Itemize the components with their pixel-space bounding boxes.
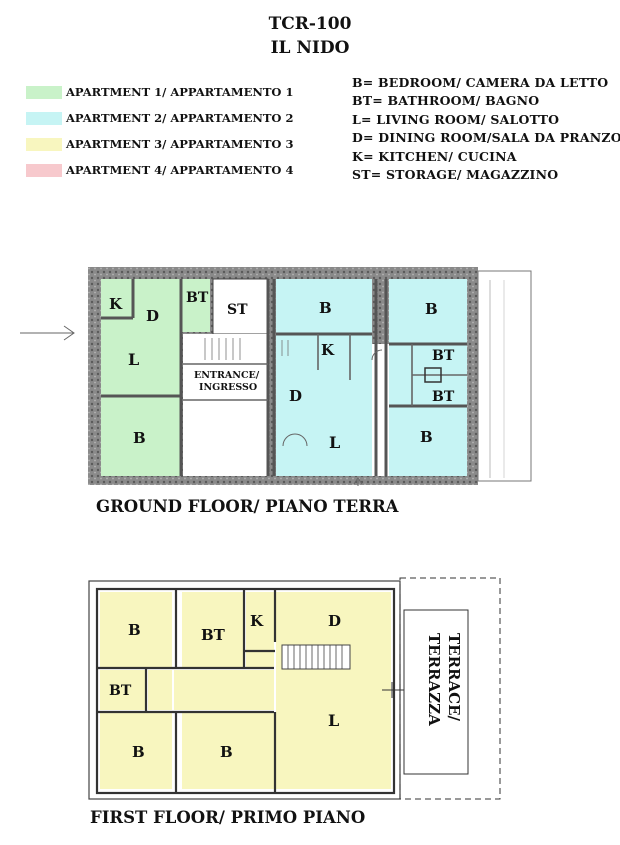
legend-label-3: APARTMENT 3/ APPARTAMENTO 3: [66, 137, 294, 151]
ff-room-k-area: [246, 592, 274, 650]
legend-swatch-4: [26, 163, 62, 177]
ff-terrace-label-2: TERRAZZA: [425, 633, 443, 726]
ff-room-b2-area: [100, 712, 172, 789]
key-storage: ST= STORAGE/ MAGAZZINO: [352, 167, 559, 183]
gf-room-d2: D: [289, 387, 302, 405]
ff-room-b3: B: [220, 743, 233, 761]
gf-entrance: [183, 364, 268, 476]
gf-room-l2: L: [329, 433, 340, 452]
legend-label-2: APARTMENT 2/ APPARTAMENTO 2: [66, 111, 294, 125]
gf-room-st: ST: [227, 302, 248, 318]
key-kitchen: K= KITCHEN/ CUCINA: [352, 148, 517, 164]
room-key-list: B= BEDROOM/ CAMERA DA LETTO BT= BATHROOM…: [352, 74, 620, 184]
first-floor-plan: B BT K D BT B B L TERRACE/ TERRAZZA: [88, 577, 501, 800]
ff-terrace-inner: [403, 609, 469, 775]
ff-room-k: K: [250, 612, 264, 630]
ground-floor-label: GROUND FLOOR/ PIANO TERRA: [96, 497, 399, 516]
ff-hall-area: [174, 670, 274, 710]
ff-room-bt2-area: [182, 592, 244, 668]
gf-entrance-label-2: INGRESSO: [199, 382, 257, 393]
ff-room-d: D: [328, 612, 341, 630]
ff-terrace-label-1: TERRACE/: [445, 633, 463, 722]
legend-swatch-2: [26, 111, 62, 125]
first-floor-label: FIRST FLOOR/ PRIMO PIANO: [90, 808, 366, 827]
legend-item-apartment-1: APARTMENT 1/ APPARTAMENTO 1: [26, 82, 293, 102]
legend-item-apartment-2: APARTMENT 2/ APPARTAMENTO 2: [26, 108, 293, 128]
gf-room-bt3: BT: [432, 348, 455, 364]
ff-room-b2: B: [132, 743, 145, 761]
ff-room-l: L: [328, 711, 339, 730]
legend-label-4: APARTMENT 4/ APPARTAMENTO 4: [66, 163, 294, 177]
gf-room-k2: K: [321, 341, 335, 359]
gf-storage: [212, 278, 269, 335]
gf-room-l1: L: [128, 350, 139, 369]
gf-room-bt4: BT: [432, 389, 455, 405]
ff-room-b1: B: [128, 621, 141, 639]
ff-terrace-outline: [399, 577, 501, 800]
key-bedroom: B= BEDROOM/ CAMERA DA LETTO: [352, 75, 609, 90]
ff-room-b1-area: [100, 592, 172, 668]
gf-room-d1: D: [146, 307, 159, 325]
gf-apt2-area: [276, 279, 372, 476]
gf-annex: [477, 270, 532, 482]
legend-item-apartment-4: APARTMENT 4/ APPARTAMENTO 4: [26, 160, 293, 180]
legend-item-apartment-3: APARTMENT 3/ APPARTAMENTO 3: [26, 134, 293, 154]
ff-room-dl-area: [276, 592, 391, 789]
gf-entrance-label-1: ENTRANCE/: [194, 370, 260, 381]
key-living-room: L= LIVING ROOM/ SALOTTO: [352, 111, 560, 127]
key-bathroom: BT= BATHROOM/ BAGNO: [352, 93, 540, 109]
gf-apt1-area: [101, 279, 181, 476]
gf-room-b4: B: [420, 428, 433, 446]
gf-room-k1: K: [109, 295, 123, 313]
gf-apt-right-area: [389, 279, 467, 476]
ff-room-bt1: BT: [201, 626, 226, 644]
legend-swatch-1: [26, 85, 62, 99]
ff-room-bt2: BT: [109, 683, 132, 699]
ff-room-bt1-area: [100, 670, 146, 710]
ground-floor-plan: K D L B BT ST ENTRANCE/ INGRESSO B K D L…: [20, 267, 532, 486]
legend-swatch-3: [26, 137, 62, 151]
apartment-legend: APARTMENT 1/ APPARTAMENTO 1 APARTMENT 2/…: [26, 82, 293, 186]
key-dining-room: D= DINING ROOM/SALA DA PRANZO: [352, 130, 620, 146]
property-name: IL NIDO: [270, 38, 350, 58]
gf-room-b1: B: [133, 429, 146, 447]
legend-label-1: APARTMENT 1/ APPARTAMENTO 1: [66, 85, 294, 99]
gf-room-b3: B: [425, 300, 438, 318]
ff-room-b3-area: [182, 712, 274, 789]
gf-stair-hall: [183, 334, 268, 364]
gf-room-b2: B: [319, 299, 332, 317]
gf-room-bt1: BT: [186, 290, 209, 306]
property-code: TCR-100: [268, 14, 352, 34]
